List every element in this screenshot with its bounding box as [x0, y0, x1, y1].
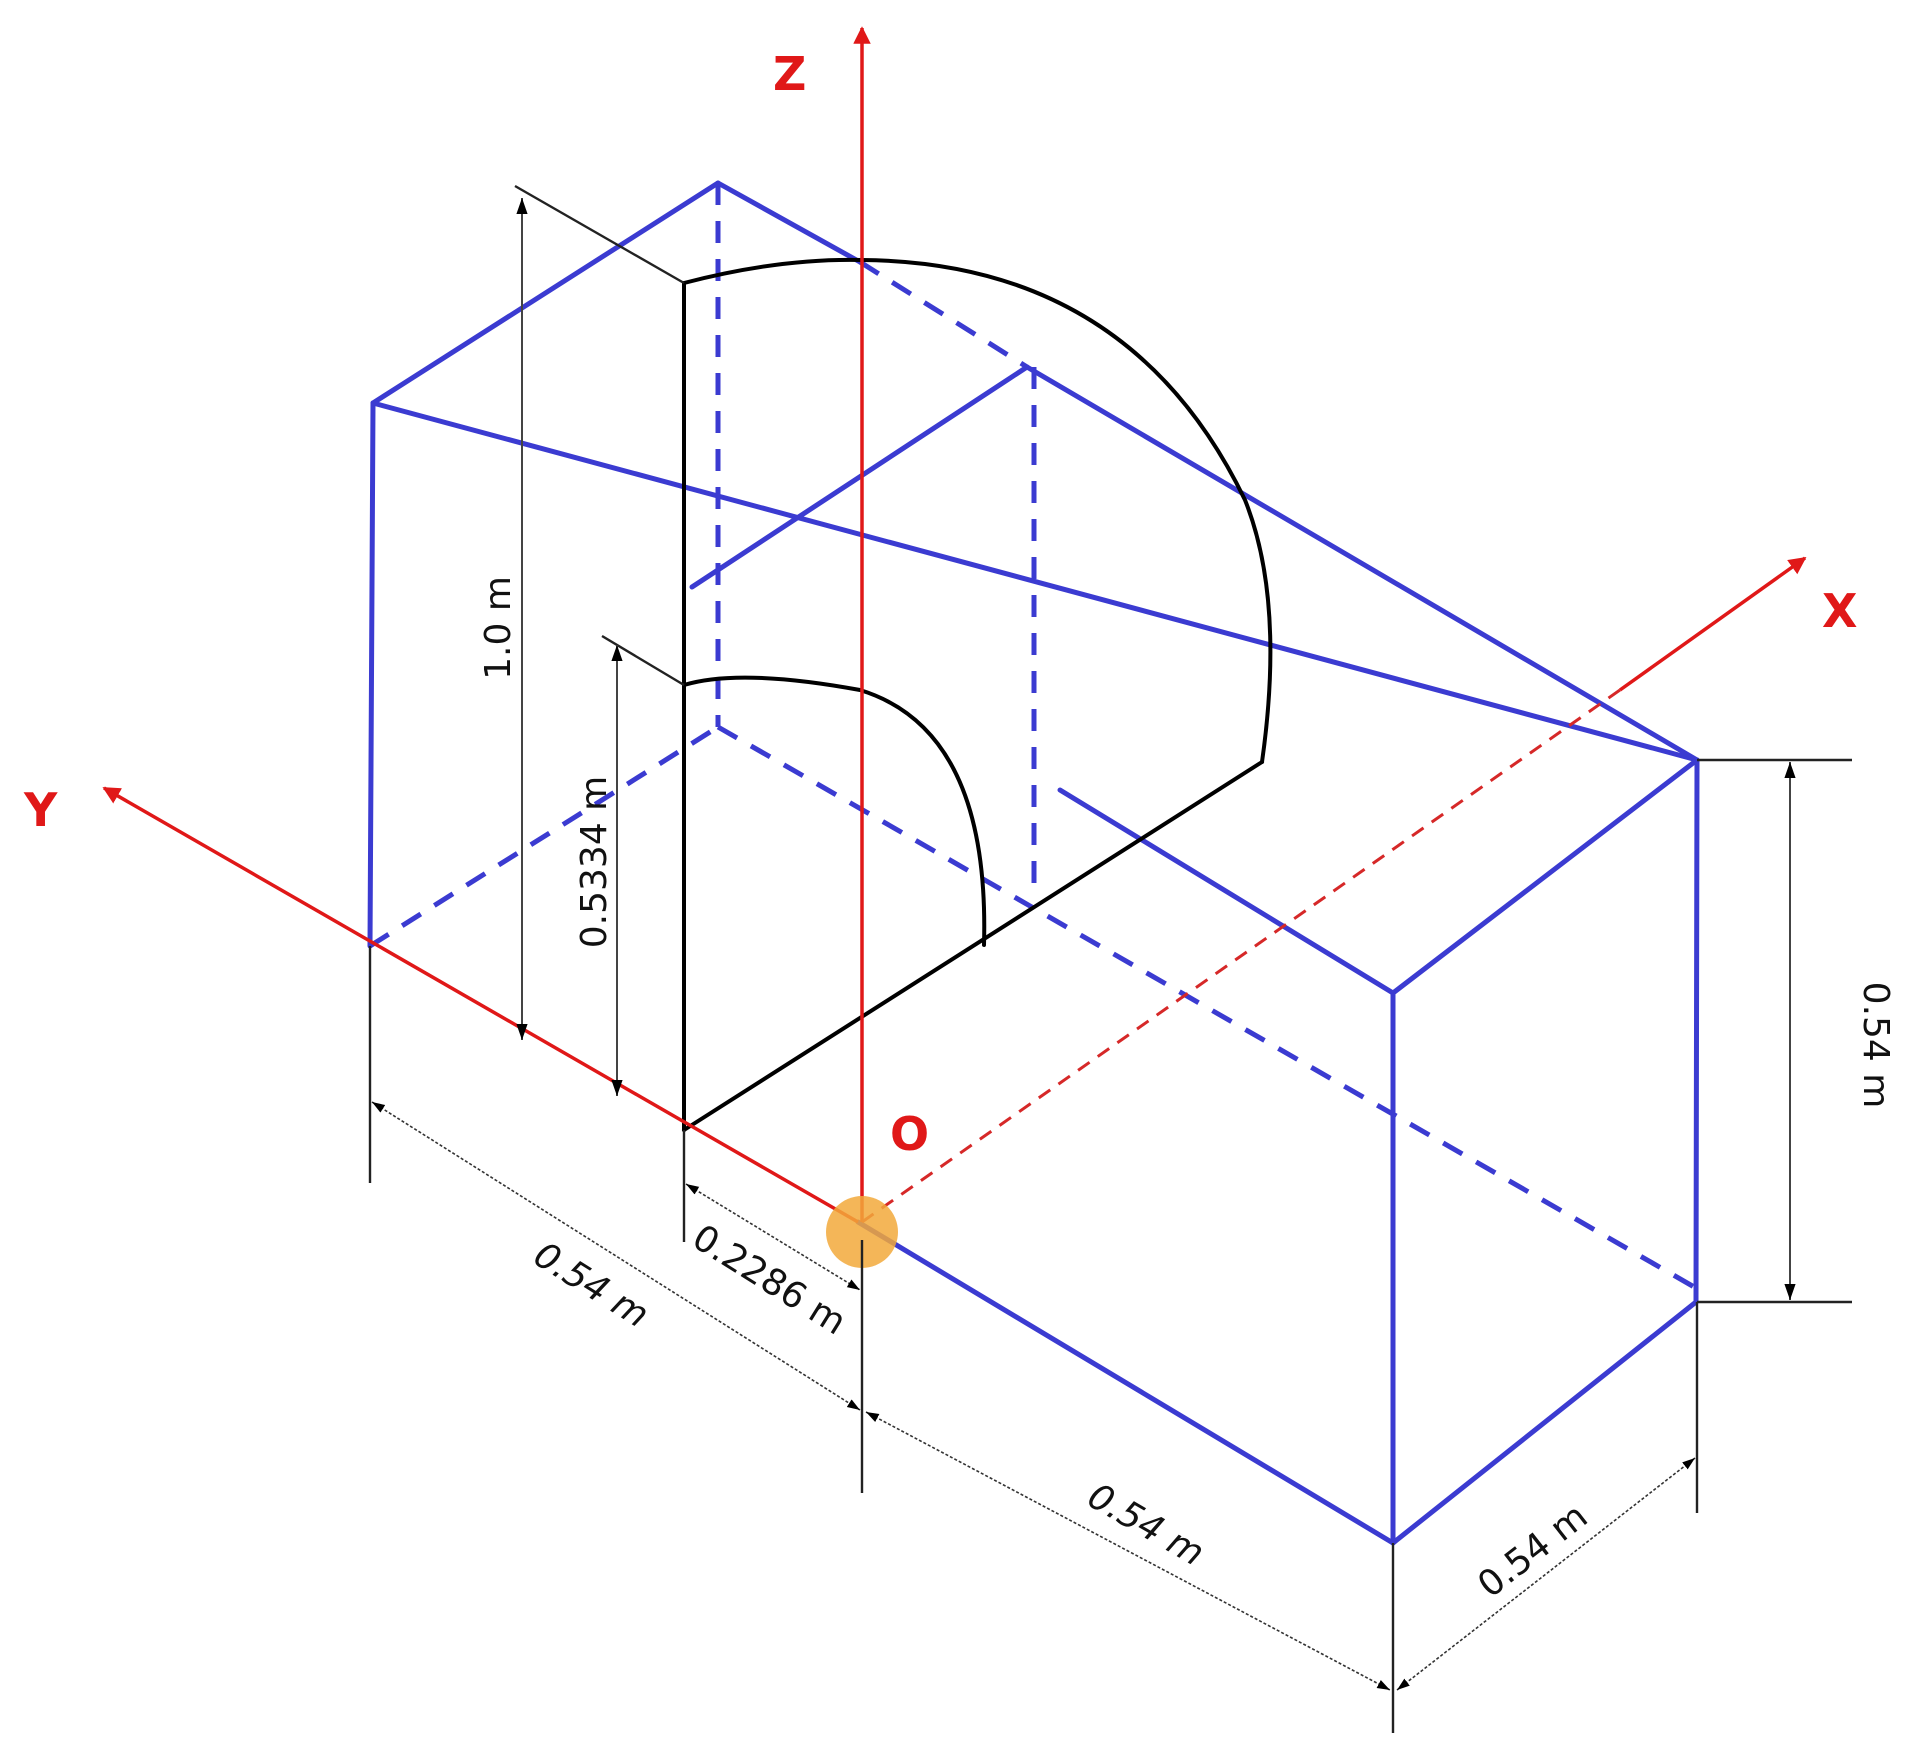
- y-axis: [102, 786, 859, 1224]
- hidden-box-edges: [368, 183, 1698, 1291]
- y-axis-label: Y: [23, 783, 58, 837]
- dim-total-height: 1.0 m: [478, 184, 685, 1040]
- origin-label: O: [890, 1107, 929, 1161]
- dim-label-left-width: 0.54 m: [527, 1234, 656, 1336]
- inner-profile: [682, 257, 1273, 1132]
- dim-label-right-height: 0.54 m: [1855, 982, 1896, 1109]
- z-axis-label: Z: [773, 47, 806, 101]
- dim-label-total-height: 1.0 m: [478, 576, 519, 680]
- axes: Z Y X O: [23, 26, 1857, 1268]
- x-axis: [1618, 556, 1807, 692]
- dim-inner-height: 0.5334 m: [574, 634, 685, 1096]
- dim-right-height: 0.54 m: [1697, 758, 1896, 1304]
- x-axis-label: X: [1822, 584, 1857, 638]
- x-axis-hidden: [861, 688, 1621, 1224]
- dim-label-inner-height: 0.5334 m: [574, 776, 615, 948]
- dim-bottom-right: 0.54 m 0.54 m: [865, 1302, 1699, 1733]
